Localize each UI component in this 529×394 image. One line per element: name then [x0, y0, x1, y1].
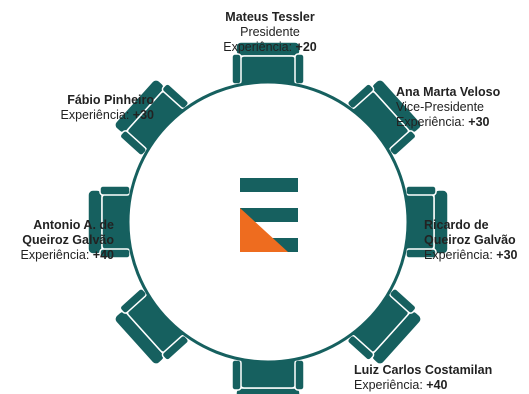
chair-arm: [119, 288, 147, 314]
chair-arm: [231, 359, 242, 391]
chair-arm: [119, 130, 147, 156]
member-name: Mateus Tessler: [225, 10, 315, 24]
member-experience: Experiência: +20: [223, 40, 317, 54]
logo-bar-top: [240, 178, 298, 192]
chair-icon: [346, 79, 422, 156]
member-name-line2: Queiroz Galvão: [424, 233, 516, 247]
chair-arm: [405, 185, 437, 196]
member-name-line2: Queiroz Galvão: [22, 233, 114, 247]
company-logo: [240, 178, 298, 252]
chair-arm: [405, 248, 437, 259]
chair-icon: [231, 41, 305, 87]
member-name: Fábio Pinheiro: [67, 93, 154, 107]
member-name: Luiz Carlos Costamilan: [354, 363, 493, 377]
member-name: Ana Marta Veloso: [396, 85, 501, 99]
member-experience: Experiência: +40: [20, 248, 115, 262]
member-experience: Experiência: +30: [424, 248, 518, 262]
chairs-group: [87, 41, 449, 394]
chair-arm: [99, 185, 131, 196]
chair-arm: [294, 359, 305, 391]
chair-back: [235, 387, 301, 394]
logo-orange-triangle: [240, 208, 288, 252]
chair-arm: [161, 334, 190, 361]
member-antonio-queiroz-galvao: Antonio A. de Queiroz Galvão Experiência…: [2, 218, 115, 263]
chair-icon: [87, 185, 133, 259]
chair-arm: [389, 130, 417, 156]
member-ana-marta-veloso: Ana Marta Veloso Vice-Presidente Experiê…: [396, 85, 526, 130]
member-fabio-pinheiro: Fábio Pinheiro Experiência: +30: [20, 93, 155, 123]
chair-icon: [231, 357, 305, 394]
member-ricardo-queiroz-galvao: Ricardo de Queiroz Galvão Experiência: +…: [424, 218, 529, 263]
chair-icon: [403, 185, 449, 259]
chair-arm: [346, 83, 375, 110]
member-mateus-tessler: Mateus Tessler Presidente Experiência: +…: [200, 10, 340, 55]
chair-arm: [161, 83, 190, 110]
member-experience: Experiência: +30: [60, 108, 155, 122]
chair-icon: [114, 79, 190, 156]
member-role: Vice-Presidente: [396, 100, 485, 114]
chair-arm: [389, 288, 417, 314]
member-experience: Experiência: +30: [396, 115, 490, 129]
member-luiz-carlos-costamilan: Luiz Carlos Costamilan Experiência: +40: [354, 363, 529, 393]
member-name-line1: Antonio A. de: [33, 218, 114, 232]
chair-arm: [346, 334, 375, 361]
member-name-line1: Ricardo de: [424, 218, 489, 232]
member-role: Presidente: [240, 25, 300, 39]
chair-arm: [99, 248, 131, 259]
chair-arm: [231, 53, 242, 85]
chair-icon: [346, 288, 422, 365]
member-experience: Experiência: +40: [354, 378, 448, 392]
chair-icon: [114, 288, 190, 365]
chair-arm: [294, 53, 305, 85]
logo-bar-middle: [240, 208, 298, 222]
